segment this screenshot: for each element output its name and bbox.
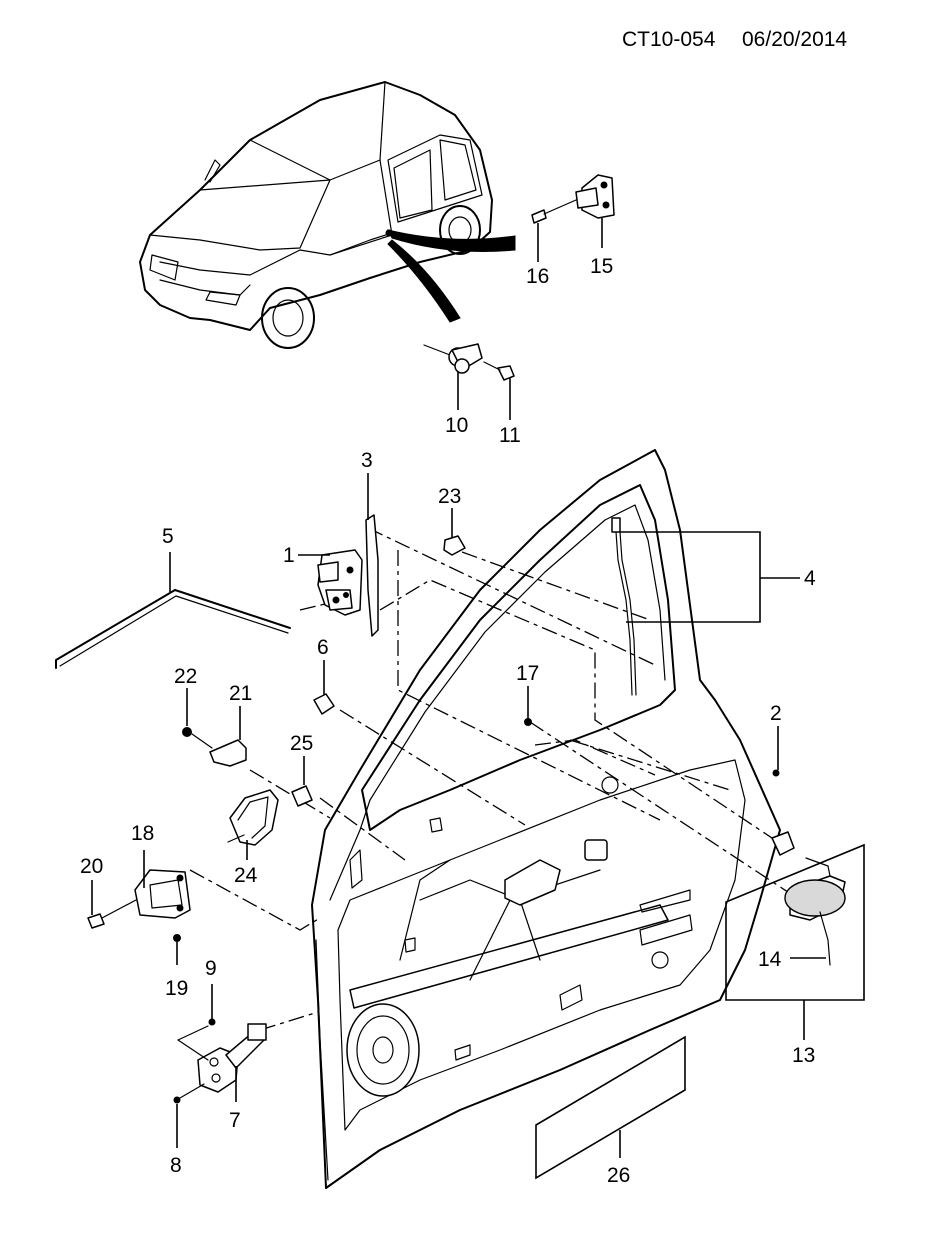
part-2-screw bbox=[772, 726, 780, 777]
callout-6: 6 bbox=[317, 636, 329, 659]
part-19-bolt bbox=[173, 934, 181, 965]
part-8-bolt bbox=[173, 1083, 205, 1148]
assembly-leader-lines bbox=[189, 527, 801, 1031]
callout-3: 3 bbox=[361, 449, 373, 472]
part-5-lock-rod bbox=[55, 552, 291, 669]
callout-18: 18 bbox=[131, 822, 154, 845]
part-14-outside-handle bbox=[771, 831, 846, 966]
callout-10: 10 bbox=[445, 414, 468, 437]
callout-16: 16 bbox=[526, 265, 549, 288]
callout-22: 22 bbox=[174, 665, 197, 688]
callout-8: 8 bbox=[170, 1154, 182, 1177]
part-6-rod-clip bbox=[313, 660, 335, 715]
part-15-upper-hinge bbox=[575, 174, 615, 248]
part-21-handle-bracket bbox=[191, 706, 247, 767]
part-13-outside-handle-assembly bbox=[725, 843, 865, 1040]
part-7-door-check bbox=[197, 1023, 267, 1102]
part-11-striker-screw bbox=[483, 361, 515, 420]
callout-9: 9 bbox=[205, 957, 217, 980]
callout-20: 20 bbox=[80, 855, 103, 878]
callout-2: 2 bbox=[770, 702, 782, 725]
diagram-date: 06/20/2014 bbox=[742, 28, 847, 51]
diagram-code: CT10-054 bbox=[622, 28, 716, 51]
callout-1: 1 bbox=[283, 544, 295, 567]
callout-23: 23 bbox=[438, 485, 461, 508]
part-3-latch-seal bbox=[365, 473, 379, 637]
part-9-bolt bbox=[177, 984, 216, 1061]
callout-7: 7 bbox=[229, 1109, 241, 1132]
door-shell bbox=[311, 449, 781, 1189]
part-26-label bbox=[535, 1035, 686, 1180]
callout-25: 25 bbox=[290, 732, 313, 755]
callout-26: 26 bbox=[607, 1164, 630, 1187]
callout-21: 21 bbox=[229, 682, 252, 705]
part-25-clip bbox=[291, 756, 313, 807]
part-10-striker bbox=[423, 343, 483, 410]
callout-24: 24 bbox=[234, 864, 258, 887]
part-4-lock-cable bbox=[611, 517, 800, 696]
part-20-bolt bbox=[87, 880, 137, 929]
callout-5: 5 bbox=[162, 525, 174, 548]
callout-11: 11 bbox=[499, 424, 521, 447]
part-1-door-latch bbox=[298, 549, 363, 616]
callout-19: 19 bbox=[165, 977, 188, 1000]
part-18-lower-hinge bbox=[134, 850, 191, 919]
callout-13: 13 bbox=[792, 1044, 815, 1067]
part-17-screw bbox=[524, 686, 532, 726]
car-illustration bbox=[139, 81, 516, 349]
part-16-hinge-bolt bbox=[531, 199, 577, 262]
part-22-bolt bbox=[182, 688, 192, 737]
part-23-clip bbox=[443, 508, 466, 556]
part-24-inside-handle bbox=[227, 789, 279, 860]
callout-4: 4 bbox=[804, 567, 816, 590]
callout-15: 15 bbox=[590, 255, 613, 278]
callout-14: 14 bbox=[758, 948, 782, 971]
callout-17: 17 bbox=[516, 662, 539, 685]
